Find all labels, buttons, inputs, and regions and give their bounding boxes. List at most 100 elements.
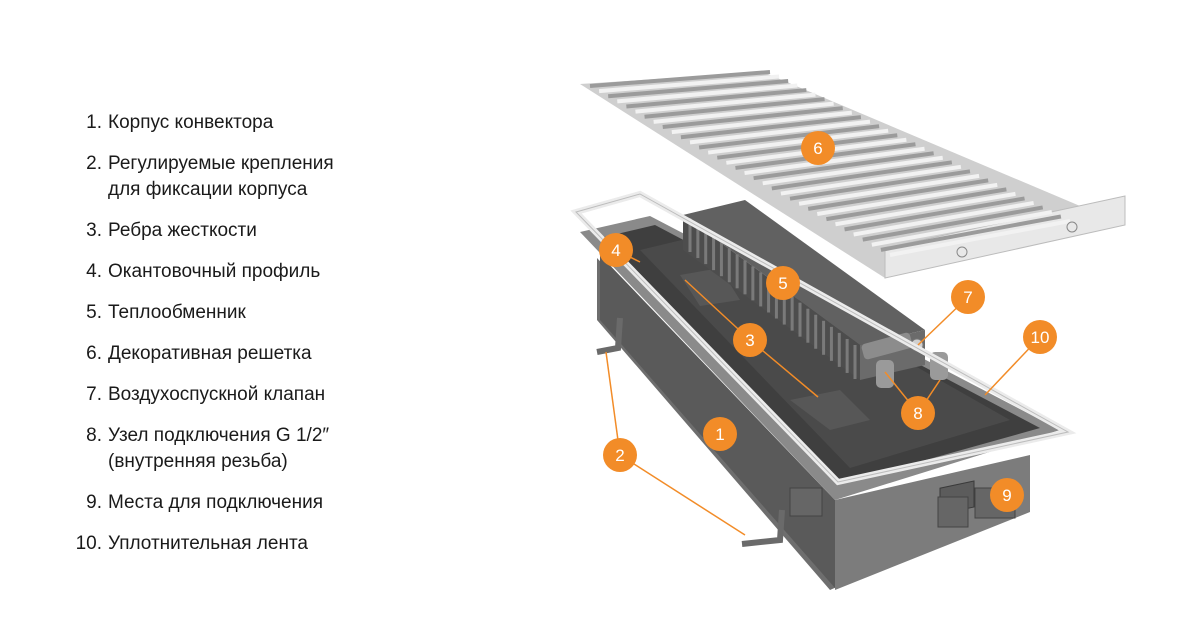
edging-profile <box>570 190 1077 486</box>
svg-text:8: 8 <box>913 404 922 423</box>
svg-text:6: 6 <box>813 139 822 158</box>
legend-label: Корпус конвектора <box>108 112 274 133</box>
legend-label: Регулируемые крепления для фиксации корп… <box>108 153 334 200</box>
legend-number: 7. <box>86 384 102 405</box>
grille-slat <box>753 151 934 181</box>
legend-label: Теплообменник <box>108 302 246 323</box>
marker-2: 2 <box>603 438 637 472</box>
adjustable-brackets <box>596 317 785 547</box>
grille-slats <box>589 70 1071 257</box>
grille-slat <box>635 92 816 114</box>
legend-number: 4. <box>86 261 102 282</box>
legend-label: Окантовочный профиль <box>108 261 321 282</box>
legend-item-4: 4. Окантовочный профиль <box>64 259 484 285</box>
grille-slat <box>680 115 862 140</box>
grille-slat <box>653 101 834 124</box>
legend-number: 10. <box>75 533 102 554</box>
grille-slat <box>662 106 843 129</box>
grille-slat <box>871 210 1053 247</box>
grille-slat <box>807 178 989 211</box>
svg-text:1: 1 <box>715 425 724 444</box>
grille-slat <box>598 74 780 94</box>
grille-slat <box>798 173 980 206</box>
grille-slat <box>853 200 1034 237</box>
legend-item-9: 9. Места для подключения <box>64 490 484 516</box>
grille-slat <box>626 88 807 109</box>
legend-item-2: 2. Регулируемые крепления для фиксации к… <box>64 151 484 203</box>
svg-text:5: 5 <box>778 274 787 293</box>
legend-label: Декоративная решетка <box>108 343 312 364</box>
connection-fitting <box>876 360 894 388</box>
connection-cutout <box>789 487 823 517</box>
grille-fastener <box>956 246 968 258</box>
legend-number: 8. <box>86 425 102 446</box>
edging-frame-outline <box>575 193 1070 483</box>
grille-slat <box>608 79 789 99</box>
legend-label: Ребра жесткости <box>108 220 257 241</box>
bracket-right <box>741 509 785 547</box>
marker-10: 10 <box>1023 320 1057 354</box>
legend-number: 9. <box>86 492 102 513</box>
marker-3: 3 <box>733 323 767 357</box>
grille-slat <box>844 196 1025 232</box>
rib <box>790 390 870 430</box>
svg-text:10: 10 <box>1031 328 1050 347</box>
grille-slat <box>698 124 880 150</box>
svg-text:2: 2 <box>615 446 624 465</box>
marker-9: 9 <box>990 478 1024 512</box>
leader-line-2b <box>619 454 746 536</box>
svg-text:3: 3 <box>745 331 754 350</box>
legend-number: 5. <box>86 302 102 323</box>
grille-slat <box>671 110 853 135</box>
components-legend: 1. Корпус конвектора 2. Регулируемые кре… <box>64 110 484 572</box>
bracket-left <box>596 317 623 355</box>
marker-5: 5 <box>766 266 800 300</box>
svg-text:7: 7 <box>963 288 972 307</box>
svg-text:9: 9 <box>1002 486 1011 505</box>
legend-label: Места для подключения <box>108 492 324 513</box>
grille-slat <box>862 205 1044 242</box>
grille-slat <box>826 187 1007 222</box>
legend-item-7: 7. Воздухоспускной клапан <box>64 382 484 408</box>
legend-item-8: 8. Узел подключения G 1/2″ (внутренняя р… <box>64 423 484 475</box>
marker-6: 6 <box>801 131 835 165</box>
grille-slat <box>771 160 953 191</box>
marker-1: 1 <box>703 417 737 451</box>
marker-8: 8 <box>901 396 935 430</box>
legend-label: Узел подключения G 1/2″ (внутренняя резь… <box>108 425 330 472</box>
svg-text:4: 4 <box>611 241 620 260</box>
number-markers: 1 2 3 4 5 6 7 8 <box>599 131 1057 512</box>
grille-slat <box>589 70 771 88</box>
legend-item-10: 10. Уплотнительная лента <box>64 531 484 557</box>
grille-slat <box>880 214 1062 252</box>
grille-slat <box>816 182 998 217</box>
legend-number: 6. <box>86 343 102 364</box>
grille-slat <box>762 155 944 186</box>
legend-item-3: 3. Ребра жесткости <box>64 218 484 244</box>
marker-7: 7 <box>951 280 985 314</box>
legend-item-1: 1. Корпус конвектора <box>64 110 484 136</box>
convector-exploded-diagram: 1 2 3 4 5 6 7 8 <box>570 70 1126 590</box>
legend-number: 3. <box>86 220 102 241</box>
grille-slat <box>780 164 962 196</box>
legend-label: Воздухоспускной клапан <box>108 384 326 405</box>
marker-4: 4 <box>599 233 633 267</box>
grille-slat <box>707 128 889 155</box>
connection-cutout <box>937 496 969 528</box>
grille-slat <box>889 219 1071 257</box>
grille-slat <box>689 119 871 145</box>
legend-number: 2. <box>86 153 102 174</box>
grille-fastener <box>1066 221 1078 233</box>
grille-slat <box>744 146 925 176</box>
leader-line-2a <box>605 351 621 456</box>
heat-exchanger-top <box>683 200 925 345</box>
legend-item-6: 6. Декоративная решетка <box>64 341 484 367</box>
grille-slat <box>617 83 798 104</box>
legend-item-5: 5. Теплообменник <box>64 300 484 326</box>
grille-slat <box>835 191 1016 227</box>
decorative-grille <box>580 70 1126 279</box>
grille-slat <box>789 169 971 201</box>
legend-label: Уплотнительная лента <box>108 533 309 554</box>
legend-number: 1. <box>86 112 102 133</box>
grille-slat <box>644 97 825 119</box>
